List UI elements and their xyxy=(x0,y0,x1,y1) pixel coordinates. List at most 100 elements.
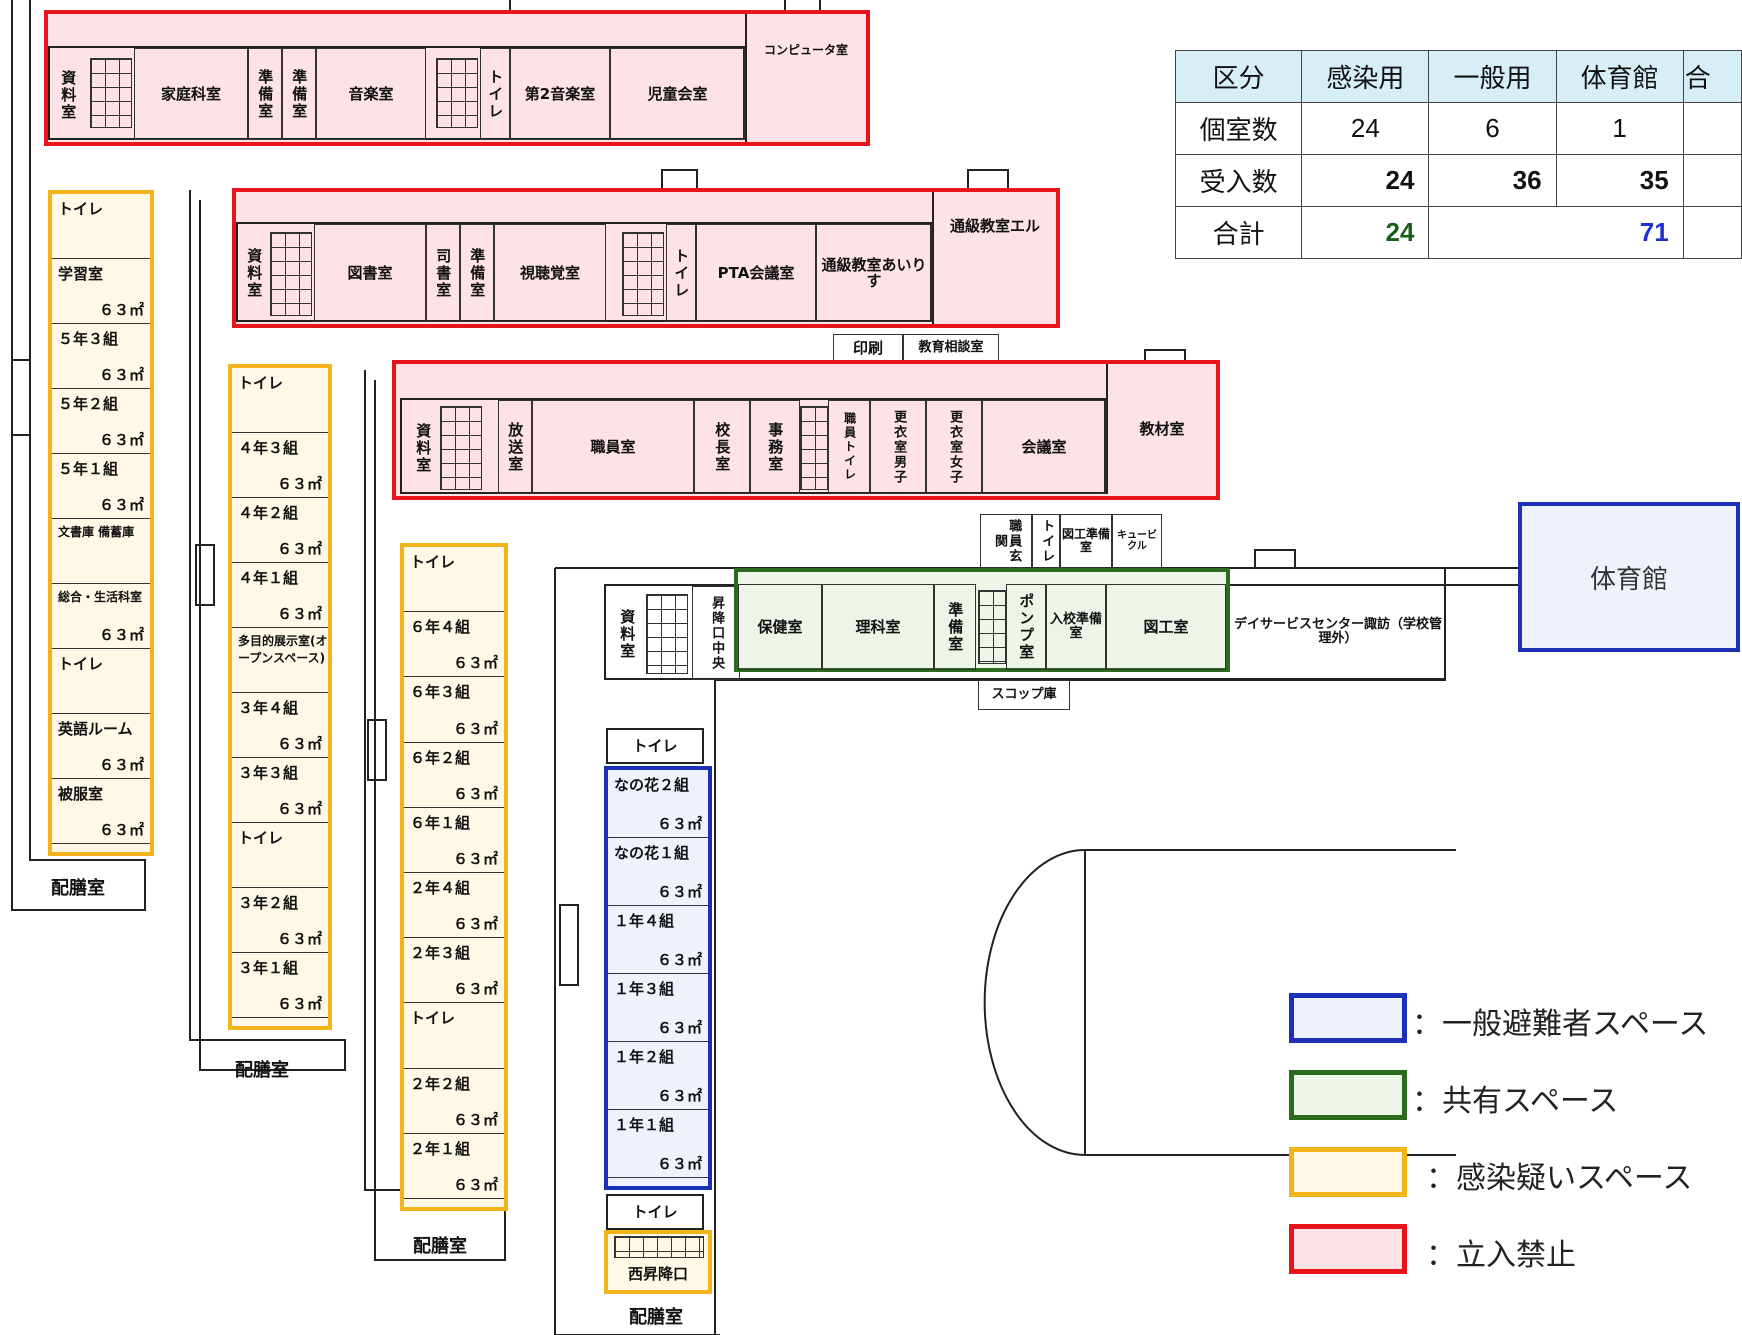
classroom-area: ６３㎡ xyxy=(276,540,322,558)
classroom: 多目的展示室(オープンスペース) xyxy=(232,628,328,693)
classroom: トイレ xyxy=(52,194,150,259)
classroom-name: 被服室 xyxy=(58,785,104,803)
cell: 1 xyxy=(1555,102,1684,155)
classroom-name: トイレ xyxy=(58,200,104,218)
legend-label: ：共有スペース xyxy=(1412,1084,1619,1119)
room-meeting: 会議室 xyxy=(982,400,1106,494)
classroom-name: ６年２組 xyxy=(410,748,471,767)
legend-swatch xyxy=(1289,1147,1407,1197)
classroom-name: ２年４組 xyxy=(410,879,471,897)
stairs xyxy=(800,406,828,490)
summary-table: 区分 感染用 一般用 体育館 合 個室数 24 6 1 受入数 24 36 35… xyxy=(1174,50,1742,259)
th-category: 区分 xyxy=(1174,50,1303,103)
room-cubicle: キュービクル xyxy=(1112,514,1162,568)
classroom-name: 英語ルーム xyxy=(58,720,133,738)
room-principal: 校長室 xyxy=(694,400,750,494)
classroom-name: ６年３組 xyxy=(410,683,471,702)
classroom-name: ４年１組 xyxy=(238,569,299,587)
classroom-name: 多目的展示室(オープンスペース) xyxy=(238,634,328,665)
stairs xyxy=(978,590,1006,664)
room-pta: PTA会議室 xyxy=(696,224,816,322)
classroom-name: １年１組 xyxy=(614,1116,675,1134)
room-toilet: トイレ xyxy=(666,224,696,322)
room-home-economics: 家庭科室 xyxy=(134,48,248,140)
classroom-name: ５年１組 xyxy=(58,460,119,478)
classroom-name: 文書庫 備蓄庫 xyxy=(58,525,135,539)
classroom-name: １年２組 xyxy=(614,1048,675,1066)
classroom-area: ６３㎡ xyxy=(452,1110,498,1129)
room-tsukyu-eru: 通級教室エル xyxy=(932,192,1056,324)
room-tsukyu-airisu: 通級教室あいりす xyxy=(816,224,932,322)
cell: 36 xyxy=(1428,154,1557,207)
classroom-name: なの花１組 xyxy=(614,844,690,862)
room-prep-2: 準備室 xyxy=(282,48,316,140)
col4-toilet: トイレ xyxy=(606,728,704,764)
legend-label: ：立入禁止 xyxy=(1426,1238,1576,1273)
classroom-name: ５年２組 xyxy=(58,395,119,413)
building-south: 資料室 昇降口中央 xyxy=(604,584,1446,680)
room-staff: 職員室 xyxy=(532,400,694,494)
room-serving-1: 配膳室 xyxy=(51,878,105,900)
stairs xyxy=(646,594,688,674)
classroom: 文書庫 備蓄庫 xyxy=(52,519,150,584)
room-art: 図工室 xyxy=(1106,584,1226,670)
cell: 24 xyxy=(1301,102,1430,155)
room-librarian: 司書室 xyxy=(426,224,460,322)
room-serving-4: 配膳室 xyxy=(629,1306,683,1328)
classroom-name: ２年１組 xyxy=(410,1139,471,1158)
classroom-area: ６３㎡ xyxy=(452,784,498,803)
classroom-name: 学習室 xyxy=(58,265,104,283)
room-prep: 準備室 xyxy=(460,224,494,322)
cell: 24 xyxy=(1301,154,1430,207)
th-general: 一般用 xyxy=(1428,50,1557,103)
classroom-area: ６３㎡ xyxy=(276,605,322,623)
building-top: 資料室 家庭科室 準備室 準備室 音楽室 トイレ 第2音楽室 児童会室 xyxy=(48,46,745,140)
room-toilet-small: トイレ xyxy=(1032,514,1060,568)
classroom-area: ６３㎡ xyxy=(452,1175,498,1194)
classroom-name: なの花２組 xyxy=(614,776,690,794)
room-serving-3: 配膳室 xyxy=(413,1236,467,1258)
classroom: ６年２組 ６３㎡ xyxy=(404,743,504,808)
legend-swatch xyxy=(1289,993,1407,1043)
cell xyxy=(1682,102,1742,155)
gym-label: 体育館 xyxy=(1589,564,1668,595)
col4-toilet-2: トイレ xyxy=(606,1194,704,1230)
room-office: 事務室 xyxy=(750,400,800,494)
classroom-area: ６３㎡ xyxy=(452,654,498,673)
classroom-name: １年３組 xyxy=(614,980,675,998)
th-gym: 体育館 xyxy=(1555,50,1684,103)
classroom-area: ６３㎡ xyxy=(98,431,144,449)
classroom-name: トイレ xyxy=(410,1009,456,1028)
classroom-name: ２年３組 xyxy=(410,944,471,963)
classroom-area: ６３㎡ xyxy=(276,930,322,948)
classroom-area: ６３㎡ xyxy=(98,821,144,839)
classroom-area: ６３㎡ xyxy=(656,1087,702,1105)
classroom-area: ６３㎡ xyxy=(452,719,498,738)
stairs xyxy=(622,232,664,316)
room-art-prep-small: 図工準備室 xyxy=(1060,514,1112,568)
classroom: ６年３組 ６３㎡ xyxy=(404,677,504,743)
total-infection: 24 xyxy=(1301,206,1430,259)
classroom-area: ６３㎡ xyxy=(98,366,144,384)
room-central-entrance: 昇降口中央 xyxy=(692,586,740,680)
classroom-area: ６３㎡ xyxy=(656,815,702,833)
classroom-area: ６３㎡ xyxy=(276,475,322,493)
classroom-name: ２年２組 xyxy=(410,1074,471,1093)
classroom: ２年２組 ６３㎡ xyxy=(404,1069,504,1134)
room-locker-male: 更衣室男子 xyxy=(870,400,926,494)
classroom-name: ３年１組 xyxy=(238,959,299,977)
classroom-name: ３年２組 xyxy=(238,894,299,912)
classroom-name: トイレ xyxy=(238,374,284,392)
cell: 6 xyxy=(1428,102,1557,155)
